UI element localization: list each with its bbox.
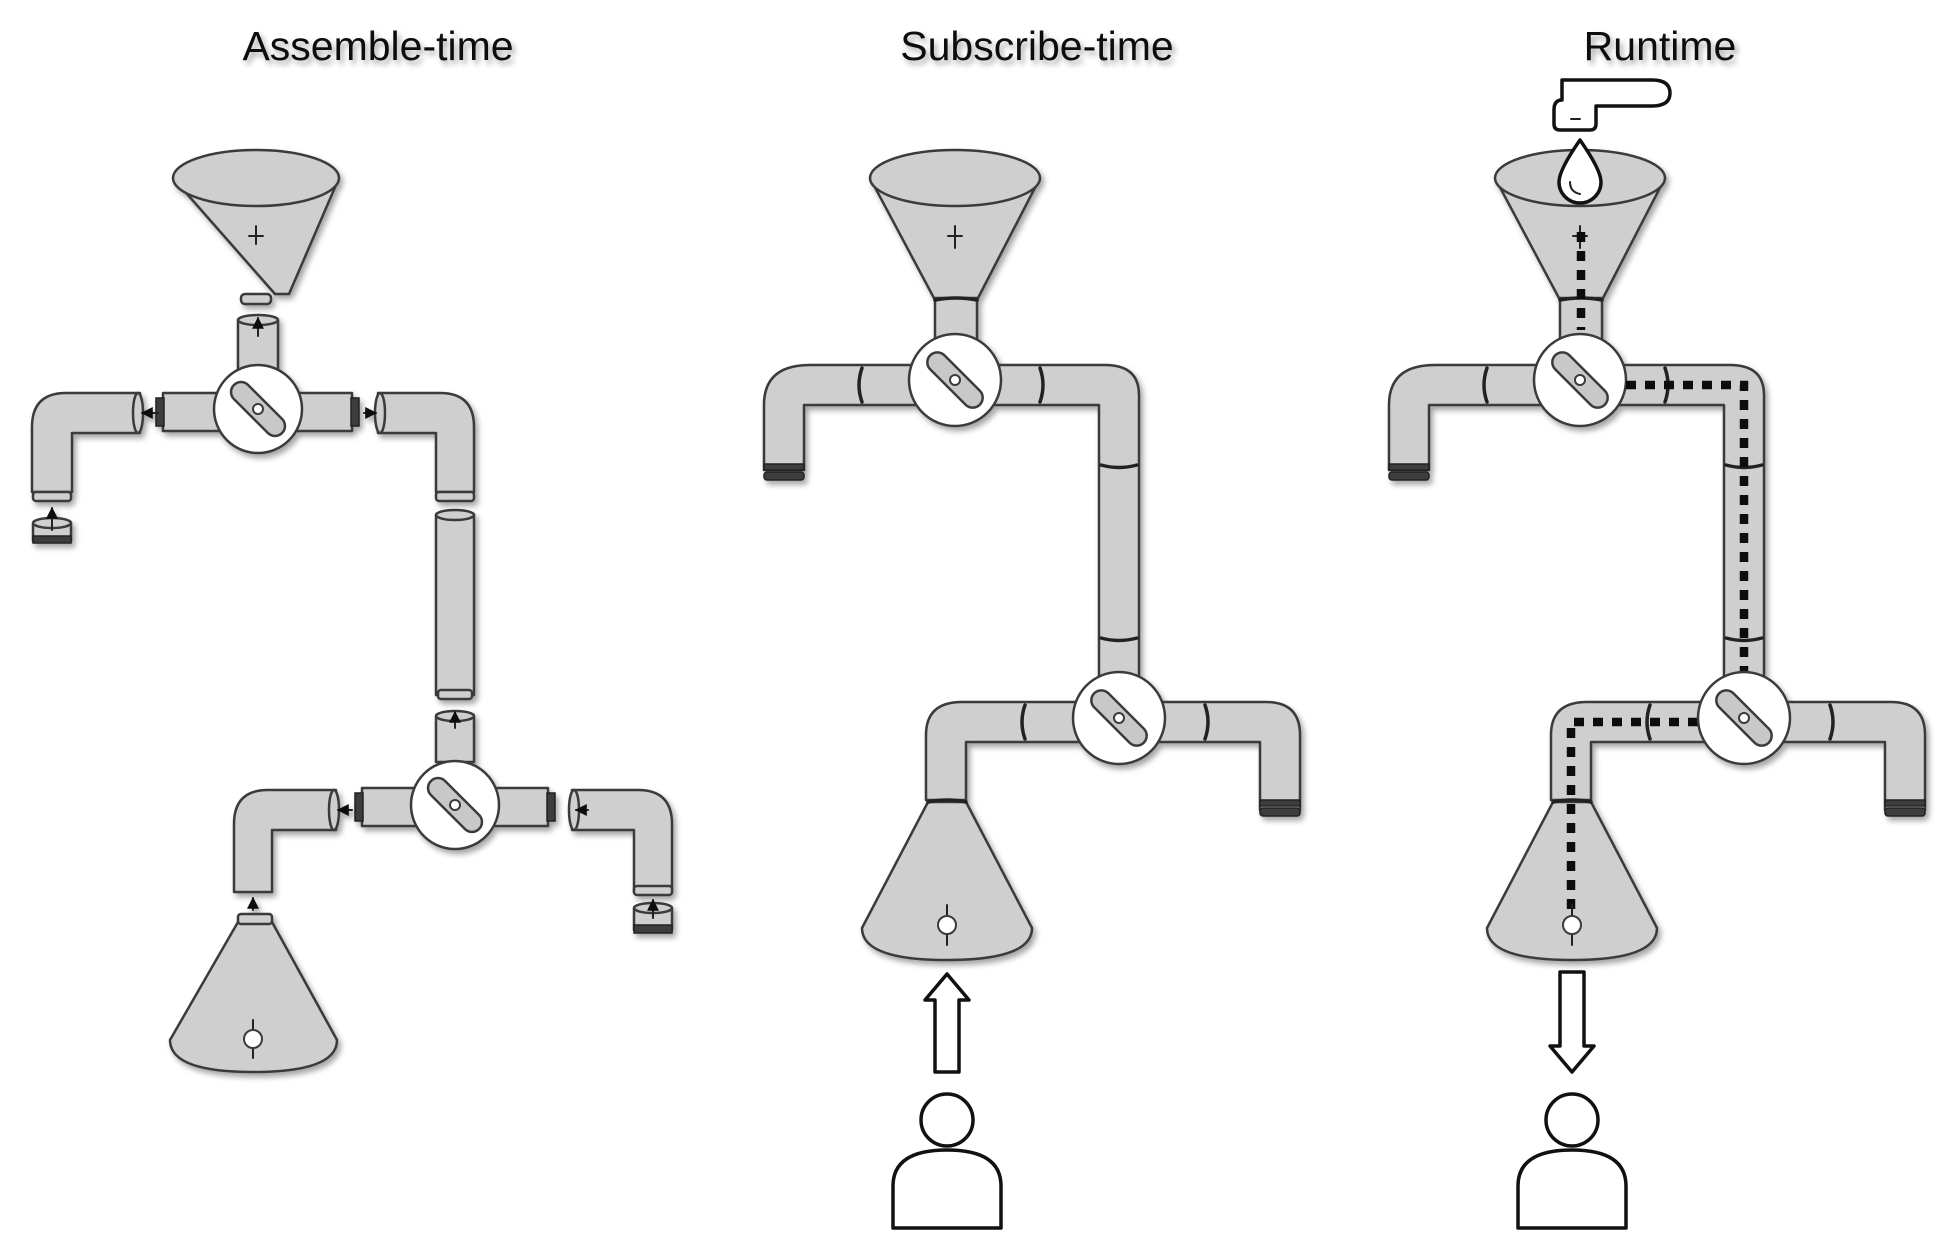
pipe-stub [360,786,420,828]
pipe-network-lower [1549,700,1927,817]
pipe-cap [632,898,674,934]
data-flow-path [1566,232,1749,922]
pipe-elbow [232,788,353,911]
water-drop-icon [1557,138,1603,205]
cone-icon [860,798,1034,962]
valve-icon [1071,670,1167,766]
cone-icon [168,912,339,1074]
person-icon [1516,1092,1628,1230]
faucet-icon [1552,78,1672,132]
funnel-icon [171,148,341,306]
pipe-stub [492,786,550,828]
pipe-segment [434,508,476,701]
pipe-elbow [30,391,159,503]
pipe-stub [161,391,221,433]
pipe-network-lower [924,700,1302,817]
outlet-point [1562,904,1582,946]
subscribe-panel [762,148,1302,962]
runtime-panel [1387,148,1927,962]
valve-icon [1532,332,1628,428]
valve-icon [212,363,304,455]
panel-title-subscribe: Subscribe-time [900,23,1173,69]
pipe-seam [933,296,979,302]
arrow-down-icon [1548,970,1596,1074]
valve-icon [907,332,1003,428]
panel-title-assemble: Assemble-time [242,23,513,69]
valve-icon [1696,670,1792,766]
pipe-elbow [363,391,476,503]
pipe-stub [236,313,280,372]
pipe-elbow [567,788,674,897]
pipe-stub [294,391,354,433]
pipe-stub [434,709,476,764]
pipe-cap [31,506,73,544]
valve-icon [409,759,501,851]
person-icon [891,1092,1003,1230]
pipe-coupling [350,397,360,427]
arrow-up-icon [923,972,971,1074]
assemble-panel [30,148,674,1074]
pipe-coupling [354,792,364,822]
panel-title-runtime: Runtime [1584,23,1737,69]
funnel-icon [868,148,1042,302]
pipe-coupling [546,792,556,822]
